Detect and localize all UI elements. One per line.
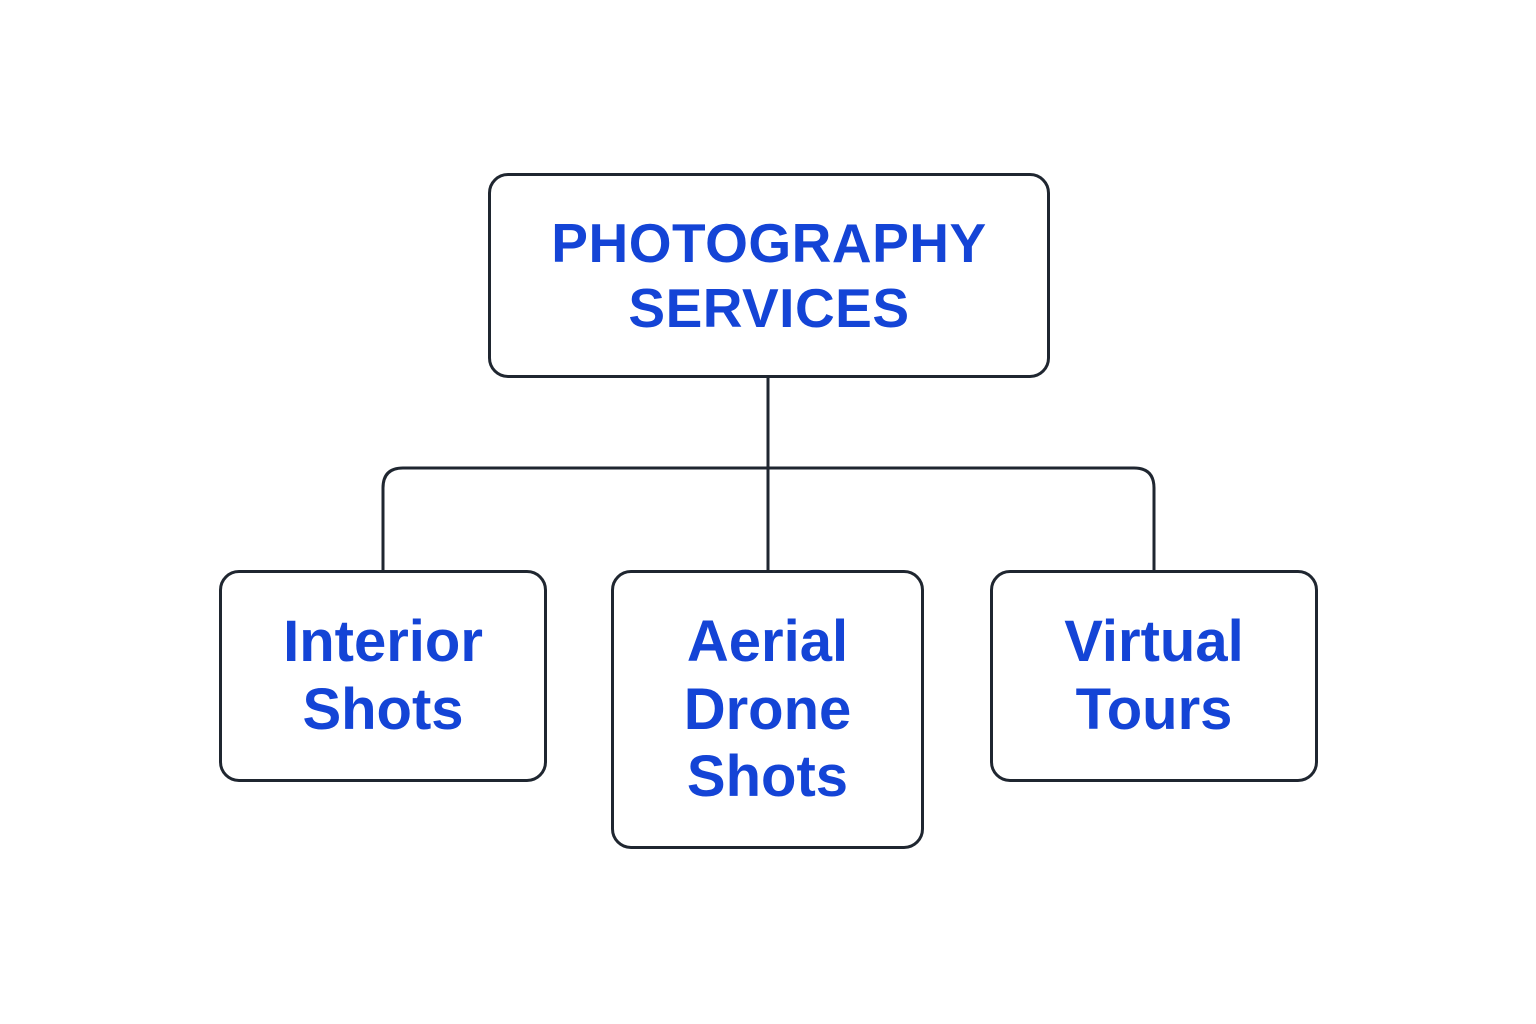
child-node-label: Virtual Tours xyxy=(1064,609,1244,742)
child-node-aerial-drone-shots: Aerial Drone Shots xyxy=(611,570,924,849)
child-node-label: Aerial Drone Shots xyxy=(683,608,852,810)
child-node-label: Interior Shots xyxy=(283,609,483,742)
child-node-virtual-tours: Virtual Tours xyxy=(990,570,1318,782)
child-node-interior-shots: Interior Shots xyxy=(219,570,547,782)
root-node-label: PHOTOGRAPHY SERVICES xyxy=(551,211,987,339)
root-node-photography-services: PHOTOGRAPHY SERVICES xyxy=(488,173,1050,378)
